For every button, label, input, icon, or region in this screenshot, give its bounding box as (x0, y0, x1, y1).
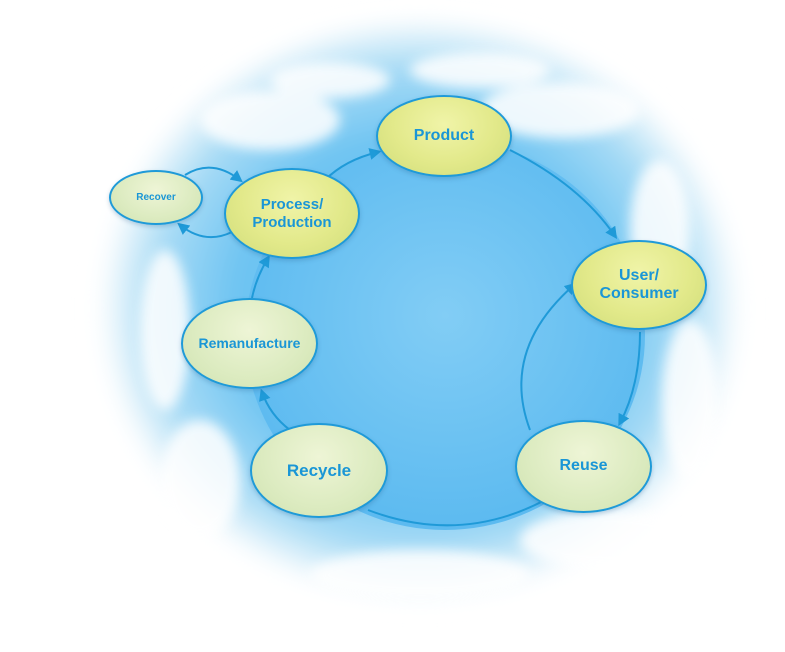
cloud-wisps (140, 52, 718, 600)
node-recycle-label: Recycle (286, 460, 352, 480)
node-remanufacture-label: Remanufacture (198, 335, 301, 352)
node-reuse: Reuse (515, 420, 652, 513)
cycle-arrows (177, 148, 641, 527)
node-process-production-label: Process/ Production (252, 196, 332, 231)
node-recover-label: Recover (136, 191, 176, 203)
node-recover: Recover (109, 170, 203, 225)
node-reuse-label: Reuse (559, 457, 608, 475)
node-process-production: Process/ Production (224, 168, 360, 259)
node-recycle: Recycle (250, 423, 388, 518)
node-product: Product (376, 95, 512, 177)
node-remanufacture: Remanufacture (181, 298, 318, 389)
node-user-consumer-label: User/ Consumer (599, 266, 679, 302)
node-product-label: Product (413, 126, 475, 144)
node-user-consumer: User/ Consumer (571, 240, 707, 330)
